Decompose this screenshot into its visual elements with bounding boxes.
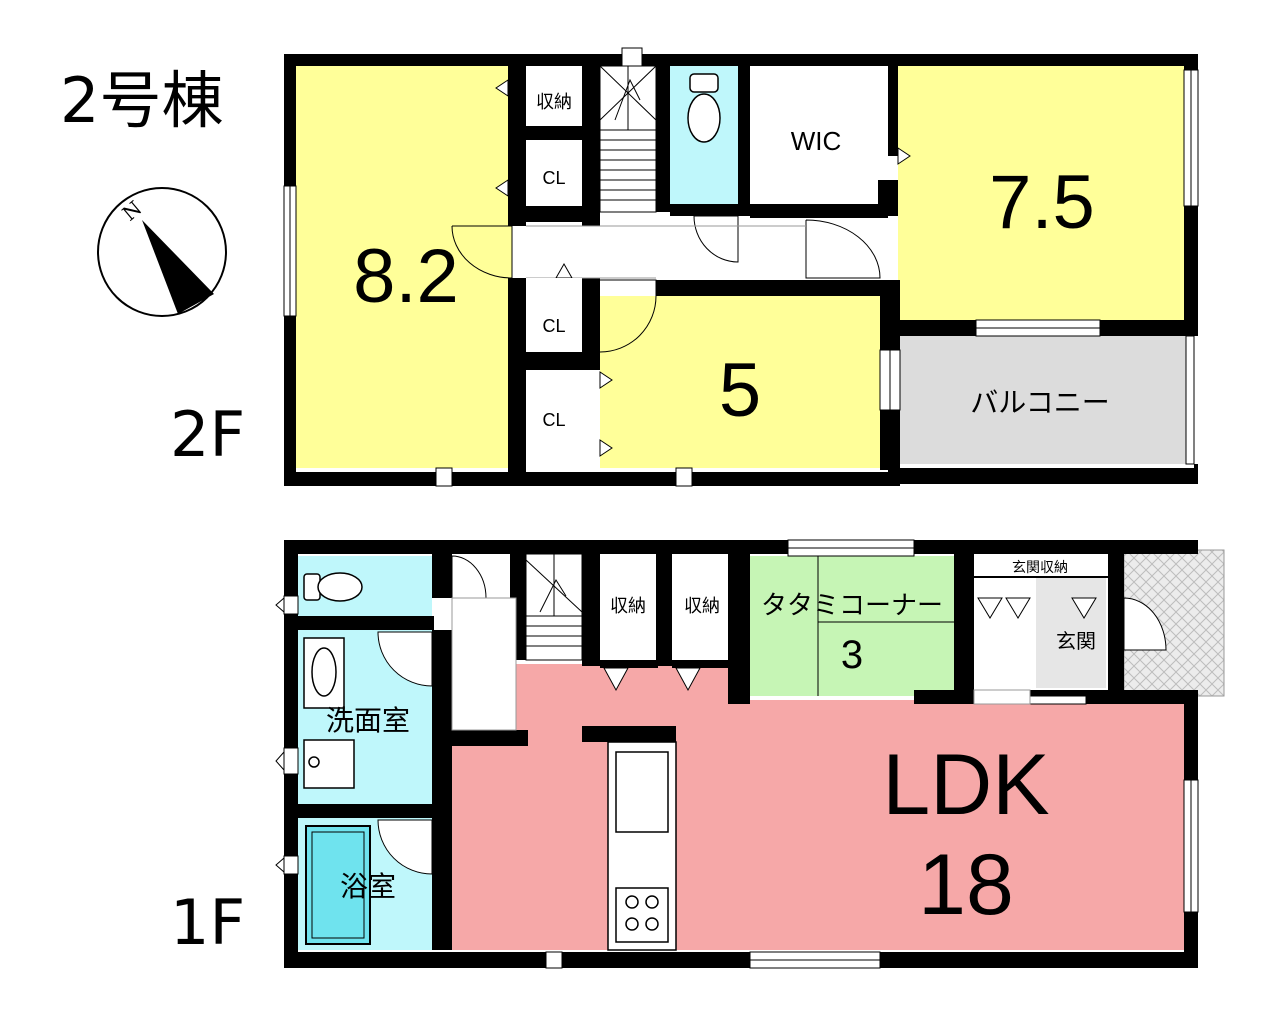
room-label-7-5: 7.5 bbox=[989, 160, 1095, 245]
room-label-entrance: 玄関 bbox=[1056, 629, 1096, 653]
room-label-ldk-size: 18 bbox=[918, 837, 1014, 933]
room-label-washroom: 洗面室 bbox=[326, 704, 410, 737]
tatami-fill bbox=[750, 556, 954, 696]
room-label-balcony: バルコニー bbox=[970, 386, 1109, 419]
room-label-storage-2: 収納 bbox=[684, 596, 720, 617]
room-label-tatami-size: 3 bbox=[841, 633, 863, 677]
room-label-wic: WIC bbox=[791, 126, 842, 156]
room-label-5: 5 bbox=[719, 348, 761, 433]
room-label-entrance-storage: 玄関収納 bbox=[1012, 559, 1068, 576]
room-8-2-fill bbox=[296, 66, 512, 468]
ldk-fill bbox=[452, 700, 1186, 950]
wic-fill bbox=[750, 66, 890, 204]
room-label-cl-2: CL bbox=[542, 316, 565, 336]
floor-label-1f: 1F bbox=[170, 886, 245, 959]
second-floor bbox=[283, 47, 1199, 487]
compass bbox=[97, 187, 227, 317]
room-label-storage-2f: 収納 bbox=[536, 92, 572, 113]
room-label-ldk: LDK bbox=[882, 737, 1049, 833]
room-label-8-2: 8.2 bbox=[353, 234, 459, 319]
floor-label-2f: 2F bbox=[170, 398, 245, 471]
room-label-cl-1: CL bbox=[542, 168, 565, 188]
room-label-tatami: タタミコーナー bbox=[761, 591, 943, 621]
room-label-storage-1: 収納 bbox=[610, 596, 646, 617]
room-7-5-fill bbox=[898, 66, 1188, 324]
room-label-bathroom: 浴室 bbox=[340, 870, 396, 903]
balcony-fill bbox=[900, 334, 1194, 464]
first-floor bbox=[275, 539, 1225, 969]
room-label-cl-3: CL bbox=[542, 410, 565, 430]
building-label: 2号棟 bbox=[60, 64, 223, 137]
compass-north-arrow-icon bbox=[142, 220, 214, 314]
